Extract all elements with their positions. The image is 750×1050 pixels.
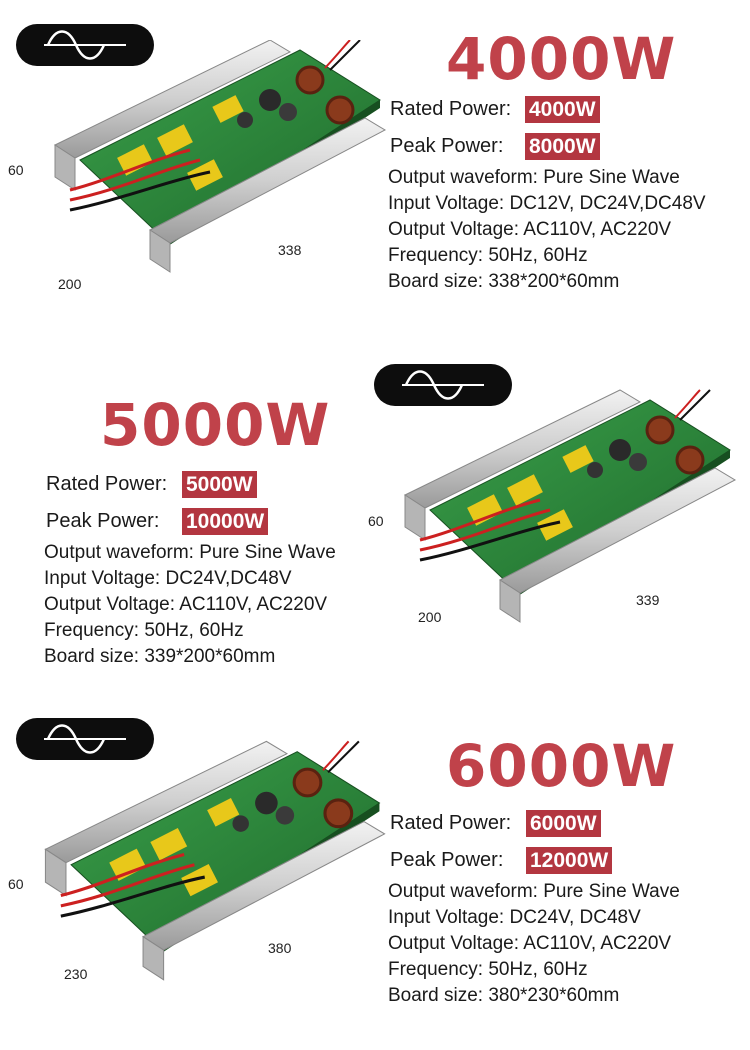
dim-length-label: 339 [636,592,660,608]
sine-wave-icon [44,30,126,60]
spec-board-size: Board size: 339*200*60mm [44,646,276,667]
rated-power-value: 5000W [182,471,257,498]
peak-power-value: 10000W [182,508,269,535]
inverter-board-image [53,40,387,274]
spec-board-size: Board size: 338*200*60mm [388,271,620,292]
dim-length-label: 380 [268,940,292,956]
spec-frequency: Frequency: 50Hz, 60Hz [388,245,588,266]
spec-output-voltage: Output Voltage: AC110V, AC220V [388,219,672,240]
dim-width-label: 200 [58,276,82,292]
rated-power-label: Rated Power: [46,473,168,495]
dim-height-label: 60 [8,876,24,892]
product-section-4000w: 60 338 200 4000W Rated Power: 4000W Peak… [0,0,750,345]
inverter-board-image [403,388,737,624]
spec-waveform: Output waveform: Pure Sine Wave [44,542,336,563]
sine-wave-icon [44,724,126,754]
spec-input-voltage: Input Voltage: DC24V,DC48V [44,568,292,589]
spec-input-voltage: Input Voltage: DC12V, DC24V,DC48V [388,193,706,214]
spec-board-size: Board size: 380*230*60mm [388,985,620,1006]
wave-badge [16,718,154,760]
rated-power-label: Rated Power: [390,812,512,834]
dim-width-label: 230 [64,966,88,982]
spec-input-voltage: Input Voltage: DC24V, DC48V [388,907,641,928]
dim-height-label: 60 [368,513,384,529]
spec-list: Rated Power: 6000W Peak Power: 12000W Ou… [388,805,680,1009]
peak-power-label: Peak Power: [390,849,504,871]
rated-power-row: Rated Power: 4000W [388,91,706,128]
wave-badge [374,364,512,406]
peak-power-value: 8000W [525,133,600,160]
spec-list: Rated Power: 4000W Peak Power: 8000W Out… [388,91,706,295]
rated-power-value: 4000W [525,96,600,123]
rated-power-value: 6000W [526,810,601,837]
rated-power-row: Rated Power: 6000W [388,805,680,842]
spec-output-voltage: Output Voltage: AC110V, AC220V [44,594,328,615]
peak-power-row: Peak Power: 12000W [388,842,680,879]
dim-height-label: 60 [8,162,24,178]
peak-power-row: Peak Power: 10000W [44,503,336,540]
peak-power-label: Peak Power: [46,510,160,532]
product-section-6000w: 60 380 230 6000W Rated Power: 6000W Peak… [0,700,750,1045]
wave-badge [16,24,154,66]
spec-output-voltage: Output Voltage: AC110V, AC220V [388,933,672,954]
spec-frequency: Frequency: 50Hz, 60Hz [388,959,588,980]
product-section-5000w: 5000W Rated Power: 5000W Peak Power: 100… [0,350,750,695]
dim-length-label: 338 [278,242,302,258]
dim-width-label: 200 [418,609,442,625]
peak-power-row: Peak Power: 8000W [388,128,706,165]
peak-power-value: 12000W [526,847,613,874]
spec-list: Rated Power: 5000W Peak Power: 10000W Ou… [44,466,336,670]
peak-power-label: Peak Power: [390,135,504,157]
spec-waveform: Output waveform: Pure Sine Wave [388,881,680,902]
power-title: 6000W [446,732,677,800]
rated-power-label: Rated Power: [390,98,512,120]
spec-frequency: Frequency: 50Hz, 60Hz [44,620,244,641]
spec-waveform: Output waveform: Pure Sine Wave [388,167,680,188]
sine-wave-icon [402,370,484,400]
power-title: 5000W [100,391,331,459]
rated-power-row: Rated Power: 5000W [44,466,336,503]
power-title: 4000W [446,25,677,93]
